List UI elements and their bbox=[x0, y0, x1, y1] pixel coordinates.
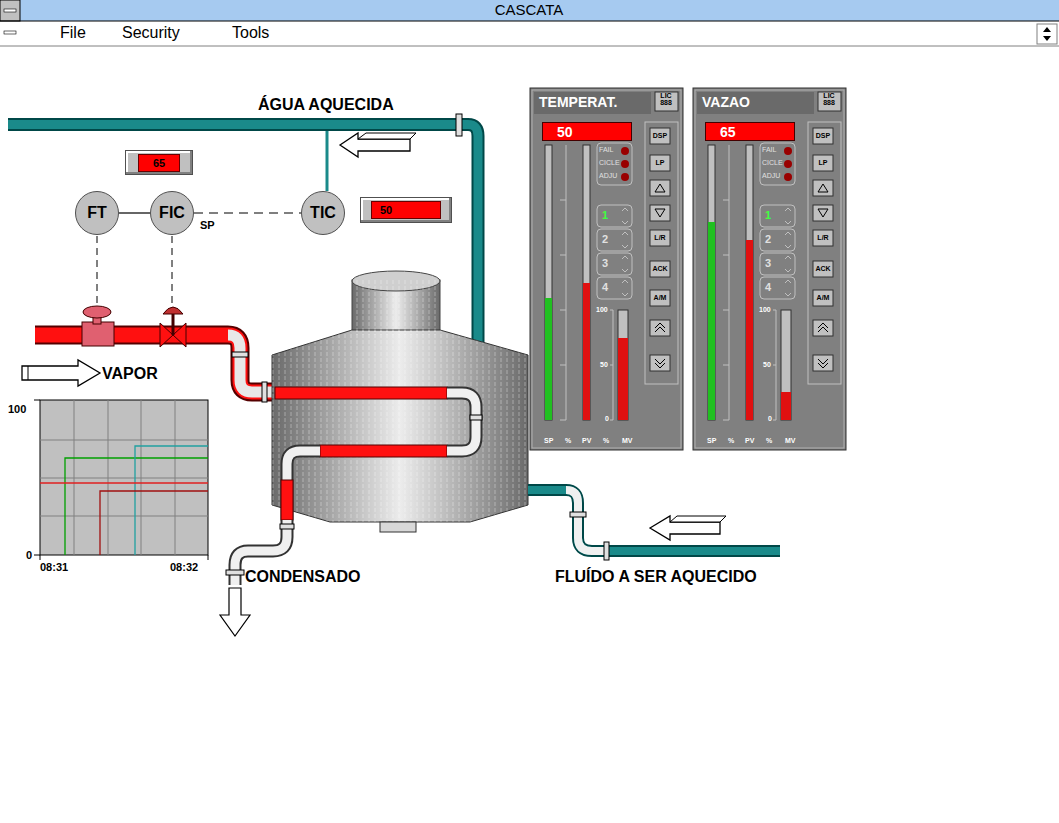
label: FLUÍDO A SER AQUECIDO bbox=[555, 568, 757, 586]
faceplate-label: LP bbox=[656, 159, 665, 167]
faceplate-label: % bbox=[565, 437, 571, 445]
instrument-bubble: FT bbox=[75, 191, 119, 235]
faceplate-label: ADJU bbox=[599, 172, 617, 180]
faceplate-label: 3 bbox=[765, 257, 771, 269]
faceplate-label: L/R bbox=[817, 234, 828, 242]
label: File bbox=[60, 24, 86, 42]
faceplate-label: MV bbox=[785, 437, 796, 445]
label: 0 bbox=[26, 549, 32, 561]
faceplate-value: 65 bbox=[705, 122, 795, 141]
faceplate-label: CICLE bbox=[599, 159, 620, 167]
faceplate-label: % bbox=[766, 437, 772, 445]
faceplate-label: 1 bbox=[602, 209, 608, 221]
faceplate-label: 888 bbox=[823, 99, 835, 107]
controller-faceplate: VAZAO 65 LIC888FAIL CICLE ADJU 1 2 3 4 DSP LP L/R AC… bbox=[693, 88, 846, 450]
faceplate-label: 50 bbox=[600, 361, 608, 369]
faceplate-label: ACK bbox=[652, 265, 667, 273]
faceplate-label: 50 bbox=[763, 361, 771, 369]
faceplate-label: PV bbox=[745, 437, 754, 445]
label: 08:32 bbox=[170, 561, 198, 573]
node-text: VAZAO bbox=[702, 94, 750, 110]
node-text: TIC bbox=[310, 204, 336, 222]
label: VAPOR bbox=[102, 365, 158, 383]
instrument-bubble: TIC bbox=[301, 191, 345, 235]
faceplate-label: SP bbox=[544, 437, 553, 445]
faceplate-label: ACK bbox=[815, 265, 830, 273]
faceplate-label: DSP bbox=[653, 132, 667, 140]
faceplate-label: LP bbox=[819, 159, 828, 167]
faceplate-label: CICLE bbox=[762, 159, 783, 167]
label: 08:31 bbox=[40, 561, 68, 573]
faceplate-label: L/R bbox=[654, 234, 665, 242]
node-text: FT bbox=[87, 204, 107, 222]
node-text: 65 bbox=[720, 124, 736, 140]
node-text: 50 bbox=[557, 124, 573, 140]
faceplate-label: % bbox=[603, 437, 609, 445]
node-text: 65 bbox=[138, 154, 180, 172]
label: CONDENSADO bbox=[245, 568, 361, 586]
faceplate-label: % bbox=[728, 437, 734, 445]
faceplate-label: 2 bbox=[765, 233, 771, 245]
faceplate-label: FAIL bbox=[762, 146, 776, 154]
faceplate-label: A/M bbox=[654, 294, 667, 302]
faceplate-value: 50 bbox=[542, 122, 632, 141]
faceplate-label: 2 bbox=[602, 233, 608, 245]
window-title: CASCATA bbox=[495, 2, 564, 19]
controller-faceplate: TEMPERAT. 50 LIC888FAIL CICLE ADJU 1 2 3 4 DSP LP L… bbox=[530, 88, 683, 450]
faceplate-label: LIC bbox=[660, 92, 671, 100]
faceplate-label: 4 bbox=[602, 281, 608, 293]
signal-line bbox=[119, 212, 150, 213]
faceplate-label: ADJU bbox=[762, 172, 780, 180]
label: SP bbox=[200, 219, 215, 231]
faceplate-label: PV bbox=[582, 437, 591, 445]
faceplate-label: 4 bbox=[765, 281, 771, 293]
node-text: 50 bbox=[371, 201, 441, 219]
label: ÁGUA AQUECIDA bbox=[258, 96, 394, 114]
faceplate-label: 100 bbox=[759, 306, 771, 314]
signal-line bbox=[194, 212, 301, 213]
faceplate-label: SP bbox=[707, 437, 716, 445]
faceplate-label: LIC bbox=[823, 92, 834, 100]
faceplate-label: MV bbox=[622, 437, 633, 445]
faceplate-label: A/M bbox=[817, 294, 830, 302]
faceplate-label: DSP bbox=[816, 132, 830, 140]
value-display: 50 bbox=[360, 197, 452, 223]
value-display: 65 bbox=[125, 150, 193, 175]
faceplate-label: 1 bbox=[765, 209, 771, 221]
faceplate-label: 888 bbox=[660, 99, 672, 107]
label: 100 bbox=[8, 403, 26, 415]
node-text: TEMPERAT. bbox=[539, 94, 617, 110]
node-text: FIC bbox=[159, 204, 185, 222]
faceplate-label: 0 bbox=[605, 415, 609, 423]
label: Security bbox=[122, 24, 180, 42]
faceplate-label: 0 bbox=[768, 415, 772, 423]
instrument-bubble: FIC bbox=[150, 191, 194, 235]
faceplate-label: 100 bbox=[596, 306, 608, 314]
label: Tools bbox=[232, 24, 269, 42]
faceplate-label: FAIL bbox=[599, 146, 613, 154]
faceplate-label: 3 bbox=[602, 257, 608, 269]
